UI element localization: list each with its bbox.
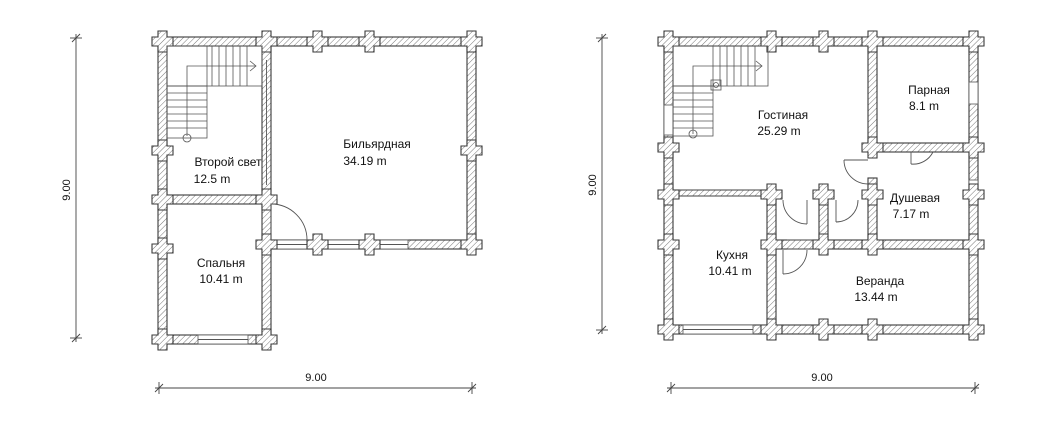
dimension-horizontal-right: 9.00 xyxy=(666,372,980,394)
svg-text:Спальня: Спальня xyxy=(197,256,245,270)
door-left xyxy=(270,203,308,241)
room-label-second-light: Второй свет 12.5 m xyxy=(194,155,262,186)
doors-right xyxy=(782,151,934,275)
plan-left: Второй свет 12.5 m Бильярдная 34.19 m Сп… xyxy=(61,30,483,394)
svg-text:34.19 m: 34.19 m xyxy=(343,154,386,168)
svg-text:9.00: 9.00 xyxy=(61,179,73,200)
room-label-living: Гостиная 25.29 m xyxy=(757,108,808,138)
dimension-horizontal-left: 9.00 xyxy=(154,372,477,394)
wall-joints-left xyxy=(151,30,483,351)
room-label-veranda: Веранда 13.44 m xyxy=(854,274,904,304)
svg-text:9.00: 9.00 xyxy=(587,174,599,195)
wall-joints-right xyxy=(657,30,985,341)
dimension-vertical-right: 9.00 xyxy=(587,33,608,335)
room-label-bedroom: Спальня 10.41 m xyxy=(197,256,245,286)
svg-text:Веранда: Веранда xyxy=(856,274,905,288)
plan-right: Гостиная 25.29 m Парная 8.1 m Душевая 7.… xyxy=(587,30,985,394)
room-label-billiard: Бильярдная 34.19 m xyxy=(343,137,411,168)
room-label-steam-room: Парная 8.1 m xyxy=(908,83,950,113)
dimension-vertical-left: 9.00 xyxy=(61,33,82,343)
svg-text:12.5 m: 12.5 m xyxy=(194,172,231,186)
svg-text:10.41 m: 10.41 m xyxy=(708,264,751,278)
svg-text:9.00: 9.00 xyxy=(305,372,326,384)
svg-text:25.29 m: 25.29 m xyxy=(757,124,800,138)
svg-text:13.44 m: 13.44 m xyxy=(854,290,897,304)
walls-left xyxy=(157,36,481,345)
svg-text:9.00: 9.00 xyxy=(811,372,832,384)
svg-text:10.41 m: 10.41 m xyxy=(199,272,242,286)
svg-text:Парная: Парная xyxy=(908,83,950,97)
svg-text:7.17 m: 7.17 m xyxy=(893,207,930,221)
svg-text:Душевая: Душевая xyxy=(890,191,940,205)
room-label-kitchen: Кухня 10.41 m xyxy=(708,248,751,278)
staircase-left xyxy=(166,45,263,143)
svg-text:Кухня: Кухня xyxy=(716,248,748,262)
staircase-right xyxy=(672,45,769,139)
svg-text:Второй свет: Второй свет xyxy=(194,155,262,169)
room-label-shower: Душевая 7.17 m xyxy=(890,191,940,221)
svg-text:8.1 m: 8.1 m xyxy=(909,99,939,113)
svg-text:Гостиная: Гостиная xyxy=(758,108,808,122)
svg-text:Бильярдная: Бильярдная xyxy=(343,137,411,151)
